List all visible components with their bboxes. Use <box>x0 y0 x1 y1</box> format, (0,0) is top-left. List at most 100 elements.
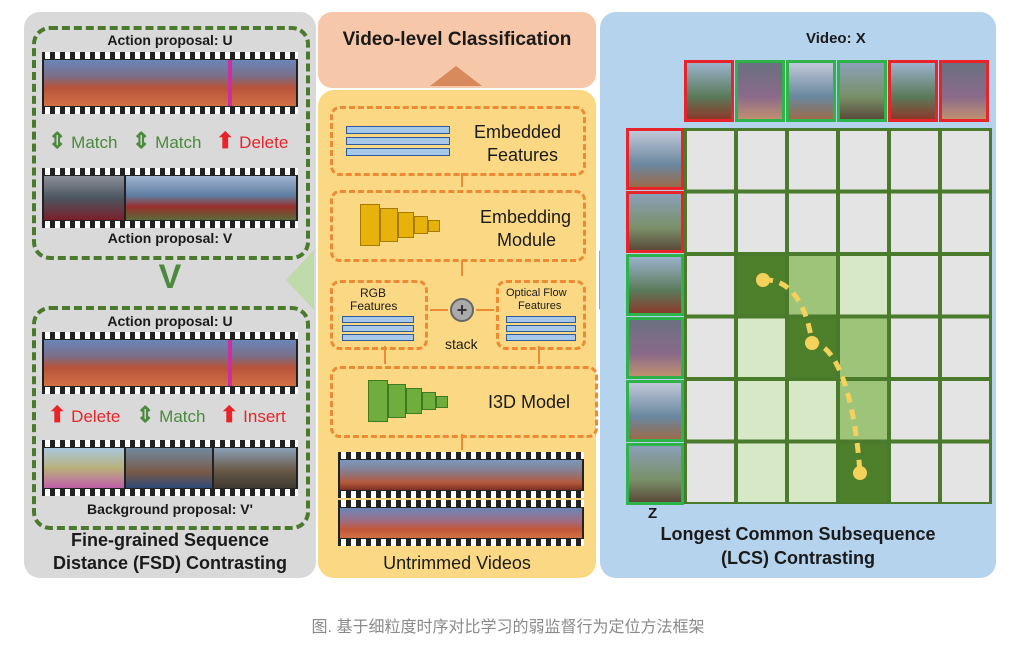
filmstrip-u-bottom <box>42 332 298 394</box>
lcs-title-line1: Longest Common Subsequence <box>660 524 936 544</box>
lcs-cell <box>837 378 890 443</box>
embedding-label-1: Embedding <box>480 207 572 227</box>
top-group-label-v: Action proposal: V <box>107 230 233 246</box>
flow-arrow <box>461 173 463 187</box>
lcs-cell <box>837 315 890 380</box>
top-thumb <box>939 60 989 122</box>
left-connector-arrow <box>286 250 314 310</box>
rgb-features-box <box>330 280 428 350</box>
embedded-label-2: Features <box>487 145 559 165</box>
lcs-cell <box>684 315 737 380</box>
top-thumb <box>888 60 938 122</box>
lcs-cell <box>888 190 941 255</box>
lcs-cell <box>888 315 941 380</box>
match-op-2: ⇕ Match <box>132 128 202 153</box>
lcs-cell <box>888 253 941 318</box>
lcs-cell <box>939 253 992 318</box>
lcs-cell <box>837 253 890 318</box>
flow-bars-icon <box>506 316 576 341</box>
double-arrow-icon: ⇕ <box>48 128 67 153</box>
delete-op-2: ⬆ Delete <box>48 402 121 427</box>
match-op-3: ⇕ Match <box>136 402 206 427</box>
double-arrow-icon: ⇕ <box>136 402 155 427</box>
up-arrow-head-icon <box>430 66 482 86</box>
embedded-label-1: Embedded <box>474 122 562 142</box>
fsd-bottom-group <box>32 306 310 530</box>
lcs-grid <box>684 128 992 504</box>
left-thumb <box>626 317 684 379</box>
filmstrip-u-top <box>42 52 298 114</box>
left-thumb <box>626 443 684 505</box>
rgb-bars-icon <box>342 316 414 341</box>
insert-op: ⬆ Insert <box>220 402 286 427</box>
lcs-cell <box>735 440 788 504</box>
lcs-cell <box>735 128 788 193</box>
fsd-top-group <box>32 26 310 260</box>
lcs-cell <box>837 190 890 255</box>
top-group-label-u: Action proposal: U <box>107 32 233 48</box>
top-thumb <box>735 60 785 122</box>
lcs-point <box>805 336 819 350</box>
lcs-cell <box>684 253 737 318</box>
embedding-label-2: Module <box>497 230 557 250</box>
left-thumb <box>626 380 684 442</box>
i3d-model-box <box>330 366 598 438</box>
bottom-group-label-vprime: Background proposal: V' <box>87 501 253 517</box>
video-level-classification: Video-level Classification <box>342 29 572 50</box>
fsd-title-line1: Fine-grained Sequence <box>70 530 270 550</box>
match-op-1: ⇕ Match <box>48 128 118 153</box>
lcs-cell <box>939 190 992 255</box>
lcs-cell <box>684 440 737 504</box>
double-arrow-icon: ⇕ <box>132 128 151 153</box>
lcs-cell <box>939 440 992 504</box>
lcs-cell <box>684 378 737 443</box>
i3d-label: I3D Model <box>488 392 571 412</box>
green-conv-icon <box>368 374 458 426</box>
lcs-cell <box>888 378 941 443</box>
untrimmed-film-1 <box>338 452 584 498</box>
lcs-cell <box>939 378 992 443</box>
lcs-cell <box>786 190 839 255</box>
lcs-cell <box>786 128 839 193</box>
left-thumb <box>626 254 684 316</box>
top-thumb <box>684 60 734 122</box>
fsd-title-line2: Distance (FSD) Contrasting <box>52 553 288 573</box>
flow-features-box <box>496 280 586 350</box>
filmstrip-v-prime <box>42 440 298 496</box>
lcs-cell <box>837 128 890 193</box>
top-thumb <box>837 60 887 122</box>
lcs-cell <box>939 315 992 380</box>
lcs-cell <box>888 440 941 504</box>
stack-label: stack <box>445 336 478 352</box>
z-label: Z <box>648 505 658 522</box>
filmstrip-v <box>42 168 298 228</box>
arrow-rgb-to-stack <box>430 309 448 311</box>
lcs-cell <box>939 128 992 193</box>
lcs-cell <box>684 190 737 255</box>
left-thumb <box>626 191 684 253</box>
lcs-cell <box>735 190 788 255</box>
embedded-features-box <box>330 106 586 176</box>
untrimmed-label: Untrimmed Videos <box>383 553 531 573</box>
rgb-label-2: Features <box>350 299 398 313</box>
figure-caption: 图. 基于细粒度时序对比学习的弱监督行为定位方法框架 <box>311 619 705 636</box>
lcs-cell <box>786 253 839 318</box>
lcs-point <box>853 466 867 480</box>
flow-arrow <box>461 260 463 276</box>
up-arrow-icon: ⬆ <box>48 402 67 427</box>
up-arrow-icon: ⬆ <box>220 402 239 427</box>
top-thumb <box>786 60 836 122</box>
lcs-cell <box>684 128 737 193</box>
yellow-conv-icon <box>360 198 450 250</box>
stack-plus-icon: + <box>450 298 474 322</box>
lcs-point <box>756 273 770 287</box>
lcs-cell <box>735 315 788 380</box>
left-thumb <box>626 128 684 190</box>
flow-arrow <box>538 346 540 364</box>
lcs-cell <box>735 378 788 443</box>
lcs-cell <box>888 128 941 193</box>
embedding-module-box <box>330 190 586 262</box>
lcs-cell <box>786 440 839 504</box>
flow-arrow <box>384 346 386 364</box>
rgb-label-1: RGB <box>360 286 387 300</box>
